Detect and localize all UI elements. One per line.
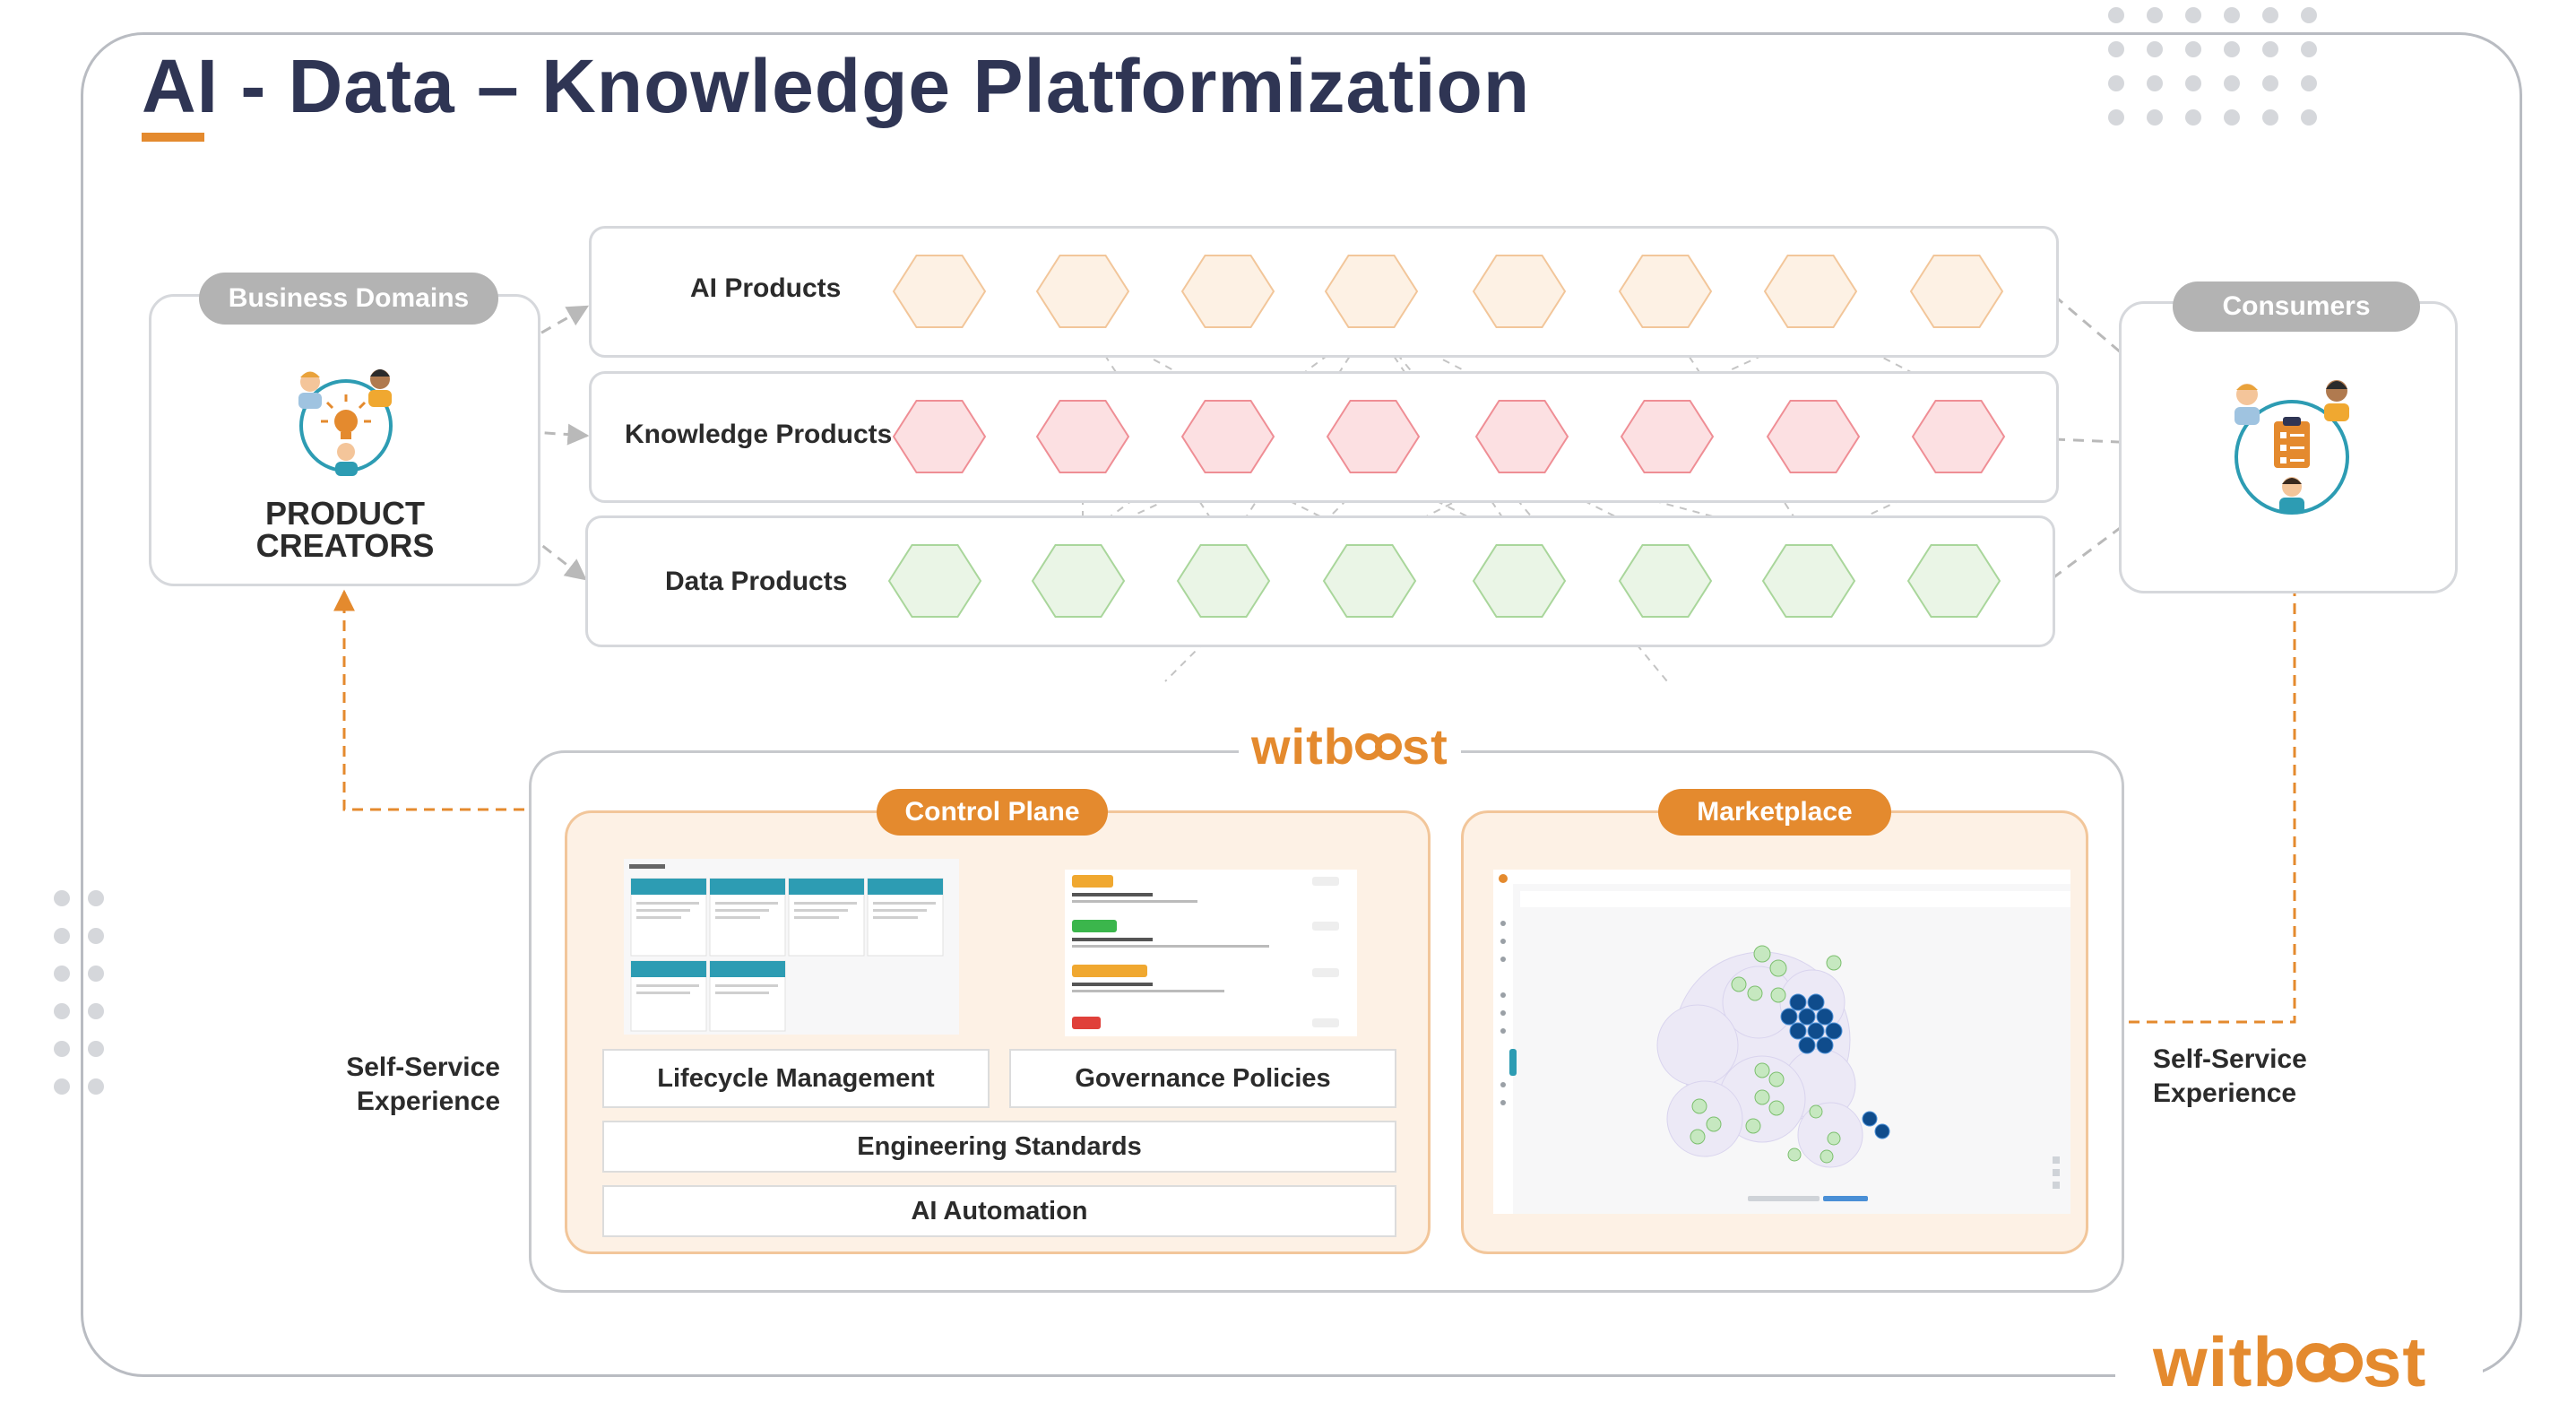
brand-pre: witb xyxy=(1251,718,1355,775)
knowledge-product-hexagons xyxy=(892,400,2006,473)
ai-product-hexagon xyxy=(1324,255,1419,328)
self-service-left-line2: Experience xyxy=(356,1087,500,1116)
knowledge-product-hexagon xyxy=(1620,400,1715,473)
data-product-hexagons xyxy=(887,544,2001,618)
page-title: AI - Data – Knowledge Platformization xyxy=(142,44,1531,128)
business-domains-panel xyxy=(149,294,540,586)
self-service-right-line2: Experience xyxy=(2153,1078,2297,1108)
knowledge-product-hexagon xyxy=(1766,400,1861,473)
product-creators-line2: CREATORS xyxy=(255,527,435,564)
ai-product-hexagon xyxy=(1763,255,1858,328)
self-service-left-line1: Self-Service xyxy=(346,1052,500,1082)
ai-product-hexagon xyxy=(1180,255,1275,328)
lifecycle-management-block: Lifecycle Management xyxy=(602,1049,990,1108)
consumers-icon xyxy=(2235,380,2349,515)
witboost-o-icon-bottom xyxy=(2295,1343,2363,1390)
output-port-cards xyxy=(630,878,944,1032)
data-product-hexagon xyxy=(1031,544,1126,618)
data-product-hexagon xyxy=(1176,544,1271,618)
ai-automation-block: AI Automation xyxy=(602,1185,1396,1237)
data-product-hexagon xyxy=(1322,544,1417,618)
consumers-pill: Consumers xyxy=(2173,281,2420,332)
ai-products-label: AI Products xyxy=(690,273,842,303)
knowledge-products-label: Knowledge Products xyxy=(625,420,893,449)
self-service-left-label: Self-Service Experience xyxy=(341,1051,500,1119)
knowledge-product-hexagon xyxy=(1474,400,1569,473)
product-creators-icon xyxy=(298,369,393,476)
lifecycle-screenshot xyxy=(624,859,959,1035)
brand-post: st xyxy=(1401,718,1448,775)
knowledge-product-hexagon xyxy=(1035,400,1130,473)
ai-product-hexagons xyxy=(892,255,2004,328)
data-product-hexagon xyxy=(887,544,982,618)
decorative-dots-top-right xyxy=(2108,7,2317,126)
product-creators-line1: PRODUCT xyxy=(265,495,425,532)
knowledge-product-hexagon xyxy=(1180,400,1275,473)
data-product-hexagon xyxy=(1761,544,1856,618)
marketplace-pill: Marketplace xyxy=(1658,789,1891,836)
data-product-hexagon xyxy=(1906,544,2001,618)
data-products-label: Data Products xyxy=(665,567,848,596)
ai-product-hexagon xyxy=(1035,255,1130,328)
governance-screenshot xyxy=(1065,870,1357,1036)
outer-frame xyxy=(81,32,2522,1377)
knowledge-product-hexagon xyxy=(892,400,987,473)
engineering-standards-block: Engineering Standards xyxy=(602,1121,1396,1173)
business-domains-pill: Business Domains xyxy=(199,273,498,325)
brand-pre-bottom: witb xyxy=(2153,1322,2296,1401)
arrow-self-service-left xyxy=(333,589,614,811)
title-underline xyxy=(142,133,204,142)
ai-product-hexagon xyxy=(1472,255,1567,328)
knowledge-product-hexagon xyxy=(1326,400,1421,473)
marketplace-screenshot xyxy=(1493,870,2070,1214)
decorative-dots-left xyxy=(54,890,104,1095)
governance-policies-block: Governance Policies xyxy=(1009,1049,1396,1108)
product-creators-label: PRODUCT CREATORS xyxy=(224,498,466,562)
witboost-o-icon xyxy=(1354,733,1402,766)
ai-product-hexagon xyxy=(1618,255,1713,328)
self-service-right-label: Self-Service Experience xyxy=(2153,1043,2307,1111)
brand-post-bottom: st xyxy=(2362,1322,2427,1401)
ai-product-hexagon xyxy=(1909,255,2004,328)
ai-product-hexagon xyxy=(892,255,987,328)
knowledge-product-hexagon xyxy=(1911,400,2006,473)
control-plane-pill: Control Plane xyxy=(877,789,1108,836)
data-product-hexagon xyxy=(1618,544,1713,618)
arrow-self-service-right xyxy=(2129,526,2305,1024)
self-service-right-line1: Self-Service xyxy=(2153,1044,2307,1074)
knowledge-products-row xyxy=(589,371,2059,503)
data-product-hexagon xyxy=(1472,544,1567,618)
